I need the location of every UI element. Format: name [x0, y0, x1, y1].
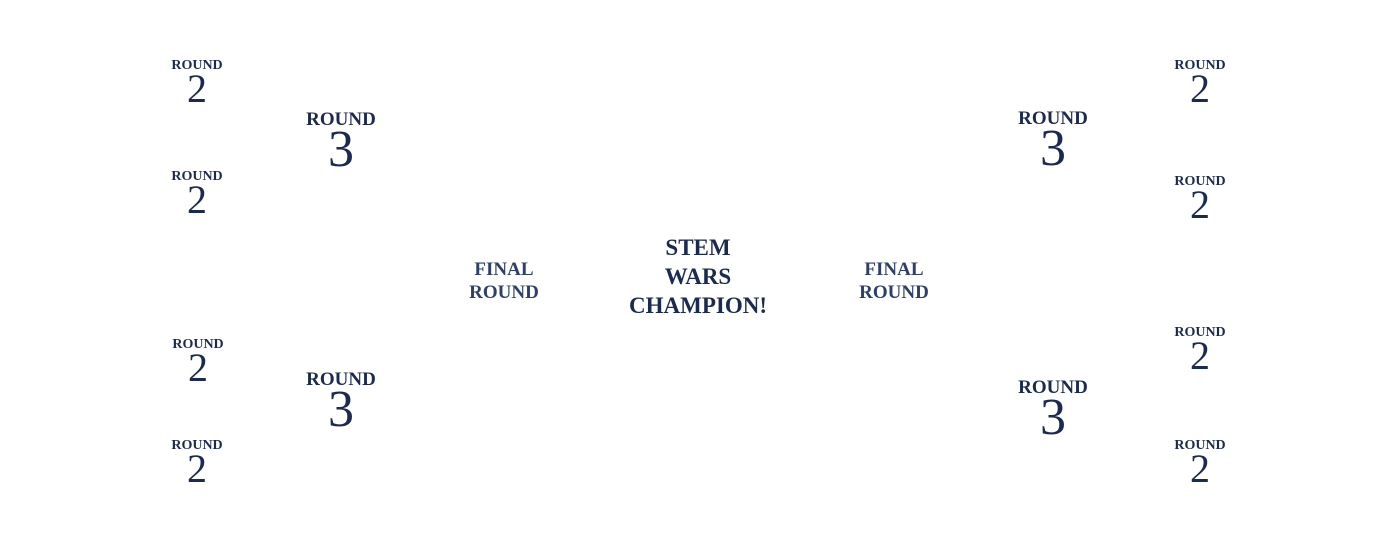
round-number: 2	[1190, 333, 1210, 378]
round-number: 3	[327, 121, 354, 178]
final-line1: FINAL	[864, 259, 924, 280]
champion-label: STEM WARS CHAMPION!	[629, 233, 767, 320]
round-number: 2	[1190, 446, 1210, 491]
round-word: ROUND	[171, 58, 223, 73]
round-word: ROUND	[1174, 174, 1226, 189]
final-line1: FINAL	[474, 259, 534, 280]
champion-line2: WARS	[664, 264, 732, 289]
round-number: 2	[187, 177, 207, 222]
round-number: 3	[327, 381, 354, 438]
round-word: ROUND	[1174, 58, 1226, 73]
final-line2: ROUND	[469, 282, 539, 303]
round-number: 2	[187, 446, 207, 491]
round-word: ROUND	[1018, 108, 1088, 129]
round-number: 2	[188, 345, 208, 390]
round-number: 3	[1039, 120, 1066, 177]
round-word: ROUND	[1174, 438, 1226, 453]
champion-line1: STEM	[665, 235, 731, 260]
round-word: ROUND	[1174, 325, 1226, 340]
round-word: ROUND	[306, 369, 376, 390]
round-word: ROUND	[306, 109, 376, 130]
final-line2: ROUND	[859, 282, 929, 303]
round-word: ROUND	[1018, 377, 1088, 398]
round-number: 2	[187, 66, 207, 111]
round-word: ROUND	[172, 337, 224, 352]
round-word: ROUND	[171, 438, 223, 453]
round-number: 2	[1190, 182, 1210, 227]
round-number: 3	[1039, 389, 1066, 446]
champion-line3: CHAMPION!	[629, 293, 767, 318]
round-word: ROUND	[171, 169, 223, 184]
round-number: 2	[1190, 66, 1210, 111]
